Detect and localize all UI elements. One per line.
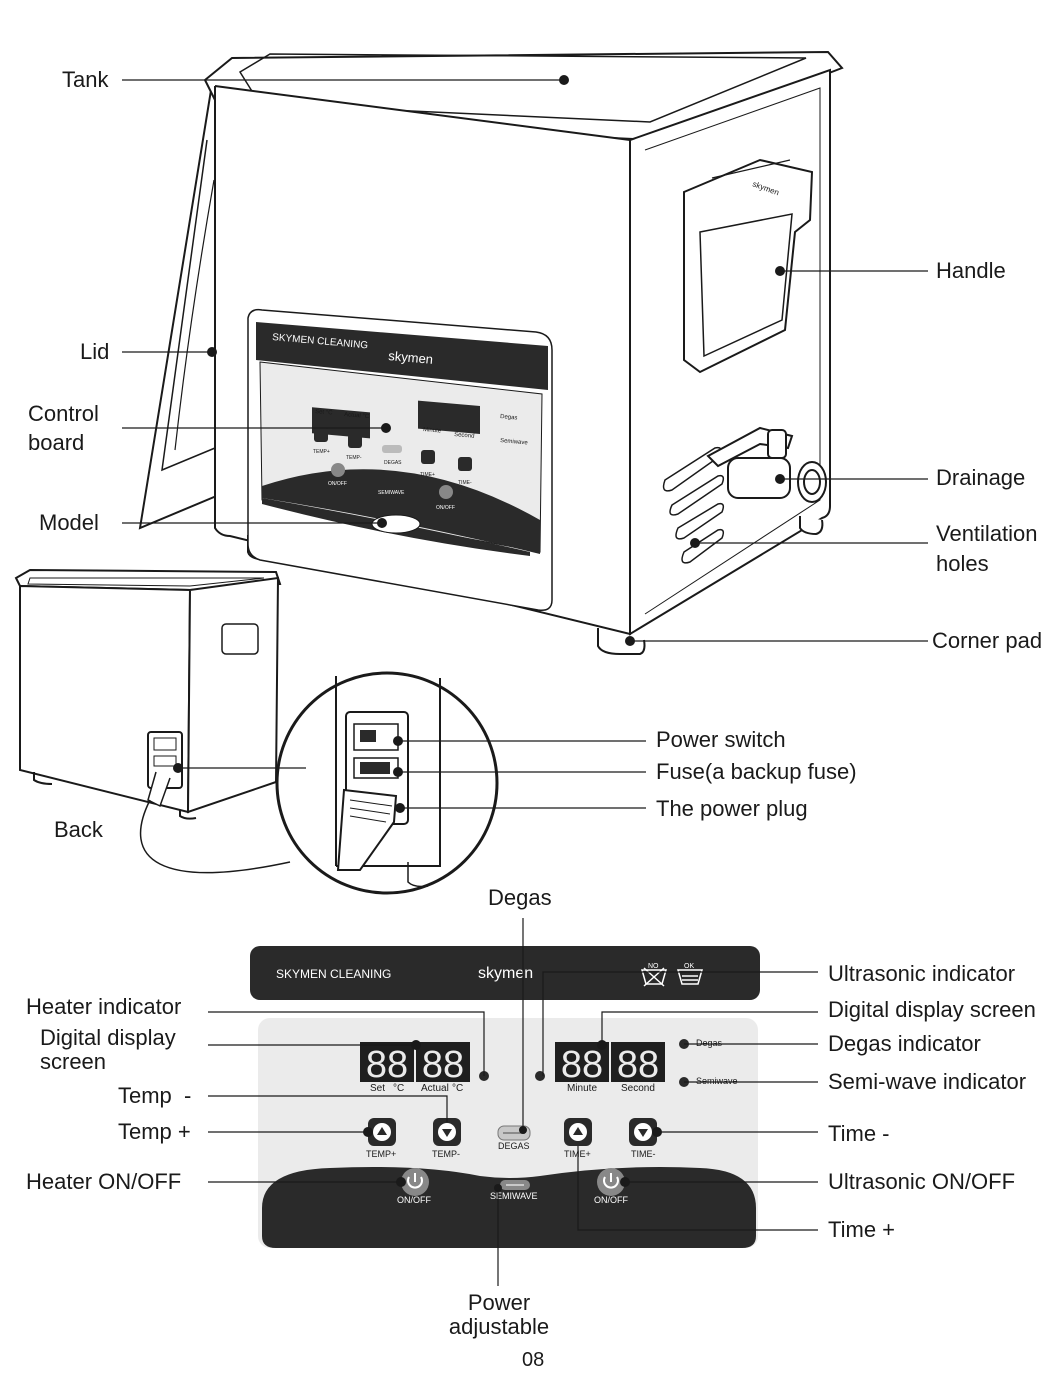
label-ultrasonic-indicator: Ultrasonic indicator — [828, 961, 1016, 986]
label-heater-onoff: Heater ON/OFF — [26, 1169, 182, 1194]
ok-icon-label: OK — [684, 963, 694, 970]
no-icon-label: NO — [648, 963, 659, 970]
small-degas-label: Degas — [500, 414, 518, 421]
digit-2: 88 — [422, 1044, 464, 1086]
digit-3: 88 — [561, 1044, 603, 1086]
celsius-label-right: °C — [452, 1083, 463, 1094]
time-plus-button[interactable] — [564, 1118, 592, 1146]
label-back: Back — [54, 817, 103, 842]
panel-texts: SKYMEN CLEANING skymen NO OK 88 88 88 88… — [276, 963, 738, 1205]
digital-display-left — [360, 1042, 470, 1082]
label-heater-indicator: Heater indicator — [26, 994, 182, 1019]
lid — [138, 83, 227, 530]
onoff-right-label: ON/OFF — [594, 1195, 628, 1205]
control-panel — [250, 946, 760, 1248]
time-minus-label: TIME- — [631, 1149, 656, 1159]
panel-brand-text: SKYMEN CLEANING — [276, 967, 391, 981]
up-arrow-icon — [373, 1123, 391, 1141]
degas-led-label: Degas — [696, 1038, 723, 1048]
small-time-plus: TIME+ — [420, 472, 435, 478]
label-model: Model — [39, 510, 99, 535]
small-second-label: Second — [454, 432, 475, 440]
corner-pad — [597, 628, 646, 655]
temp-plus-label: TEMP+ — [366, 1149, 396, 1159]
down-arrow-icon — [438, 1123, 456, 1141]
down-arrow-icon — [634, 1123, 652, 1141]
minute-label: Minute — [567, 1083, 597, 1094]
label-degas: Degas — [488, 885, 552, 910]
small-degas: DEGAS — [384, 460, 402, 466]
onoff-left-label: ON/OFF — [397, 1195, 431, 1205]
front-control-board — [247, 308, 553, 612]
label-time-plus: Time + — [828, 1217, 896, 1242]
label-semiwave-indicator: Semi-wave indicator — [828, 1069, 1027, 1094]
small-minute-label: Minute — [423, 427, 442, 435]
label-digital-display-left: Digital display screen — [40, 1025, 176, 1074]
page-number: 08 — [522, 1349, 545, 1371]
label-ultrasonic-onoff: Ultrasonic ON/OFF — [828, 1169, 1016, 1194]
label-corner-pad: Corner pad — [932, 628, 1043, 653]
back-unit — [14, 568, 291, 874]
foot-right — [799, 516, 824, 536]
digit-1: 88 — [366, 1044, 408, 1086]
semiwave-label: SEMIWAVE — [490, 1191, 538, 1201]
label-power-plug: The power plug — [656, 796, 808, 821]
small-time-minus: TIME- — [458, 480, 472, 486]
small-onoff-left: ON/OFF — [328, 481, 347, 487]
label-time-minus: Time - — [828, 1121, 890, 1146]
small-logo: skymen — [388, 348, 434, 367]
label-temp-plus: Temp + — [118, 1119, 191, 1144]
set-label: Set — [370, 1083, 385, 1094]
label-handle: Handle — [936, 258, 1006, 283]
no-bath-icon — [641, 967, 667, 987]
semiwave-led-label: Semiwave — [696, 1076, 738, 1086]
label-fuse: Fuse(a backup fuse) — [656, 759, 857, 784]
degas-label: DEGAS — [498, 1141, 530, 1151]
power-icon — [603, 1173, 619, 1189]
semiwave-button[interactable] — [500, 1180, 530, 1190]
small-semiwave-label: Semiwave — [500, 438, 529, 446]
second-label: Second — [621, 1083, 655, 1094]
digit-4: 88 — [617, 1044, 659, 1086]
temp-plus-button[interactable] — [368, 1118, 396, 1146]
label-temp-minus: Temp - — [118, 1083, 192, 1108]
label-degas-indicator: Degas indicator — [828, 1031, 981, 1056]
ultrasonic-onoff-button[interactable] — [597, 1168, 625, 1196]
small-set-label: Set °C — [315, 409, 334, 417]
power-icon — [407, 1173, 423, 1189]
panel-dark-base — [262, 1167, 756, 1248]
back-zoom — [275, 671, 499, 895]
leader-dots — [173, 75, 785, 1192]
label-lid: Lid — [80, 339, 110, 364]
small-actual-label: Actual °C — [344, 412, 370, 420]
panel-header-bar — [250, 946, 760, 1000]
panel-logo: skymen — [478, 965, 533, 982]
time-minus-button[interactable] — [629, 1118, 657, 1146]
time-plus-label: TIME+ — [564, 1149, 591, 1159]
label-power-switch: Power switch — [656, 727, 786, 752]
label-drainage: Drainage — [936, 465, 1026, 490]
small-onoff-right: ON/OFF — [436, 505, 455, 511]
heater-onoff-button[interactable] — [401, 1168, 429, 1196]
main-unit — [138, 50, 844, 655]
temp-minus-button[interactable] — [433, 1118, 461, 1146]
ok-bath-icon — [677, 969, 703, 985]
celsius-label-left: °C — [393, 1083, 404, 1094]
small-semiwave: SEMIWAVE — [378, 490, 405, 496]
actual-label: Actual — [421, 1083, 449, 1094]
label-ventilation-holes: Ventilation holes — [936, 521, 1038, 576]
label-digital-display-right: Digital display screen — [828, 997, 1036, 1022]
label-power-adjustable: Power adjustable — [448, 1290, 550, 1339]
drain-valve — [706, 426, 827, 503]
temp-minus-label: TEMP- — [432, 1149, 460, 1159]
leader-lines — [122, 79, 928, 1286]
small-temp-minus: TEMP- — [346, 455, 362, 461]
handle — [683, 158, 814, 374]
small-temp-plus: TEMP+ — [313, 449, 330, 455]
label-tank: Tank — [62, 67, 109, 92]
up-arrow-icon — [569, 1123, 587, 1141]
label-control-board: Control board — [28, 401, 99, 455]
